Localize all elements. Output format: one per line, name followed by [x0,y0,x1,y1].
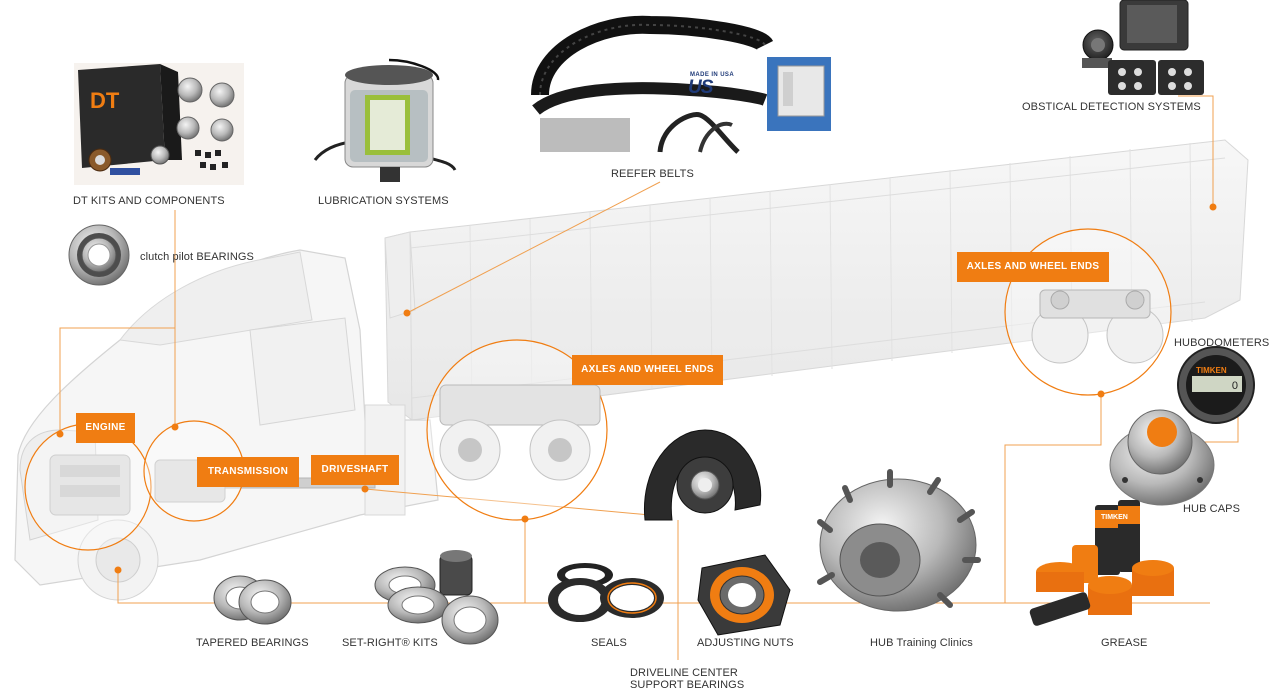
label-tapered-bearings[interactable]: TAPERED BEARINGS [196,637,309,649]
timken-grease-logo: TIMKEN [1101,514,1128,521]
label-hub-caps[interactable]: HUB CAPS [1183,503,1241,515]
hub-cap-image [1109,409,1215,506]
adjusting-nut-image [697,554,791,636]
us-text: US [688,77,713,98]
gauge-icon: 0 [1177,346,1255,424]
tapered-bearing-image [213,575,292,625]
driveline-label-line1: DRIVELINE CENTER [630,667,738,679]
label-hub-training-clinics[interactable]: HUB Training Clinics [870,637,973,649]
axle-assembly-front [439,384,601,481]
label-grease[interactable]: GREASE [1101,637,1148,649]
label-driveline-center-support-bearings[interactable]: DRIVELINE CENTER SUPPORT BEARINGS [630,667,744,691]
label-reefer-belts[interactable]: REEFER BELTS [611,168,694,180]
seals-image [548,563,664,622]
made-in-usa-text: MADE IN USA [690,72,735,78]
label-adjusting-nuts[interactable]: ADJUSTING NUTS [697,637,794,649]
lubrication-image [313,58,457,182]
badge-engine[interactable]: ENGINE [76,413,135,443]
label-set-right-kits[interactable]: SET-RIGHT® KITS [342,637,438,649]
label-obstical-detection[interactable]: OBSTICAL DETECTION SYSTEMS [1022,101,1201,113]
badge-axles-rear[interactable]: AXLES AND WHEEL ENDS [957,252,1109,282]
set-right-kit-image [374,550,499,645]
svg-text:0: 0 [1232,380,1238,392]
label-clutch-pilot-bearings[interactable]: clutch pilot BEARINGS [140,251,254,263]
grease-tub-icon [1029,500,1174,626]
bearing-icon [68,224,130,286]
label-lubrication-systems[interactable]: LUBRICATION SYSTEMS [318,195,449,207]
label-hubodometers[interactable]: HUBODOMETERS [1174,337,1270,349]
svg-text:DT: DT [90,88,120,113]
dt-kit-image: DT [74,63,244,185]
badge-driveshaft[interactable]: DRIVESHAFT [311,455,399,485]
driveline-bearing-image [643,429,762,521]
axle-assembly-rear [1031,289,1164,364]
timken-gauge-logo: TIMKEN [1196,366,1227,375]
connector-lines [59,95,1239,660]
hub-image [817,469,981,612]
badge-transmission[interactable]: TRANSMISSION [197,457,299,487]
trailer-illustration [384,139,1249,421]
truck-illustration [14,249,439,601]
badge-axles-front[interactable]: AXLES AND WHEEL ENDS [572,355,723,385]
driveline-label-line2: SUPPORT BEARINGS [630,679,745,691]
made-in-usa-logo: MADE IN USA US [688,72,748,98]
camera-icon [1082,0,1204,95]
label-seals[interactable]: SEALS [591,637,627,649]
belt-icon [531,15,831,154]
label-dt-kits[interactable]: DT KITS AND COMPONENTS [73,195,225,207]
